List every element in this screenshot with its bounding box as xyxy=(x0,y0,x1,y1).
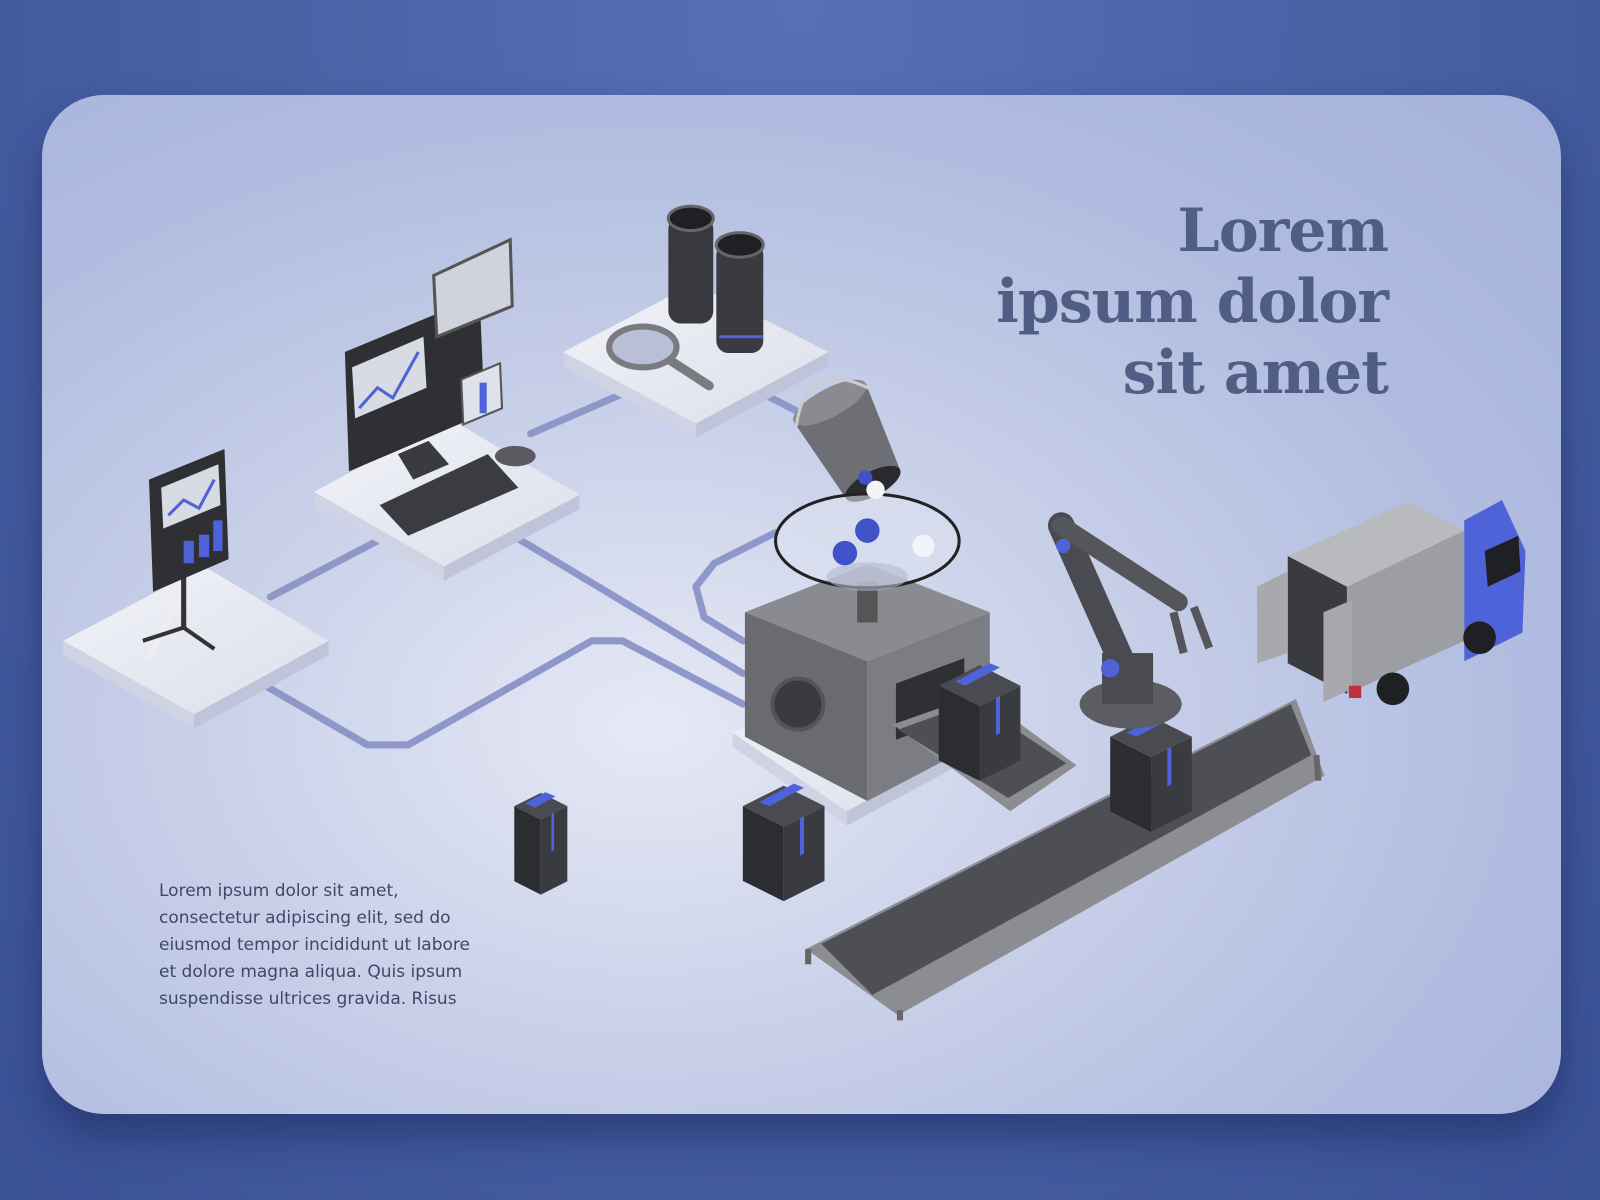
hopper-bowl-icon xyxy=(773,470,961,591)
description-paragraph: Lorem ipsum dolor sit amet, consectetur … xyxy=(159,878,519,1013)
title-line: sit amet xyxy=(1122,338,1389,408)
box-tape xyxy=(759,783,805,807)
box-side xyxy=(742,806,784,902)
platform-side xyxy=(695,352,829,438)
box-side xyxy=(540,806,568,895)
pipe xyxy=(692,529,780,645)
pipe xyxy=(527,389,629,438)
box-top xyxy=(938,665,1021,707)
page-title: Lorem ipsum dolor sit amet xyxy=(996,196,1389,409)
box-side xyxy=(783,806,825,902)
package-box-icon xyxy=(938,663,1021,781)
platform-top xyxy=(63,566,329,715)
package-box-icon xyxy=(1110,714,1192,832)
paragraph-line: suspendisse ultrices gravida. Risus xyxy=(159,989,457,1009)
box-side xyxy=(514,806,541,895)
box-tape xyxy=(551,812,555,852)
robot-arm-icon xyxy=(1047,512,1214,729)
box-side xyxy=(1110,736,1152,832)
presentation-easel-icon xyxy=(142,448,229,660)
pipe xyxy=(266,537,382,601)
paragraph-line: Lorem ipsum dolor sit amet, xyxy=(159,881,399,901)
platform-side xyxy=(563,352,696,438)
bucket-icon xyxy=(793,377,901,502)
package-box-icon xyxy=(514,792,568,895)
box-tape xyxy=(524,792,556,808)
paragraph-line: et dolore magna aliqua. Quis ipsum xyxy=(159,962,463,982)
box-tape xyxy=(995,695,1000,736)
box-side xyxy=(938,685,980,781)
connection-pipes xyxy=(261,389,815,749)
box-tape xyxy=(955,663,1000,686)
package-box-icon xyxy=(742,783,825,902)
computer-monitor-icon xyxy=(344,237,536,536)
platform-side xyxy=(732,732,847,826)
delivery-truck-icon xyxy=(1257,500,1526,706)
platform-side xyxy=(443,494,580,581)
paragraph-line: consectetur adipiscing elit, sed do xyxy=(159,908,451,928)
title-line: Lorem xyxy=(1177,196,1389,266)
box-tape xyxy=(800,816,805,856)
binoculars-icon xyxy=(666,204,765,354)
title-line: ipsum dolor xyxy=(996,267,1389,337)
paragraph-line: eiusmod tempor incididunt ut labore xyxy=(159,935,470,955)
pipe xyxy=(261,637,747,749)
platform-side xyxy=(193,640,329,729)
platform-side xyxy=(314,491,444,581)
pipe xyxy=(514,535,747,678)
platform-side xyxy=(63,640,194,729)
magnifier-icon xyxy=(606,323,714,391)
box-side xyxy=(979,685,1021,781)
machine-icon xyxy=(744,564,990,802)
platform xyxy=(63,566,329,729)
box-tape xyxy=(1167,746,1172,787)
